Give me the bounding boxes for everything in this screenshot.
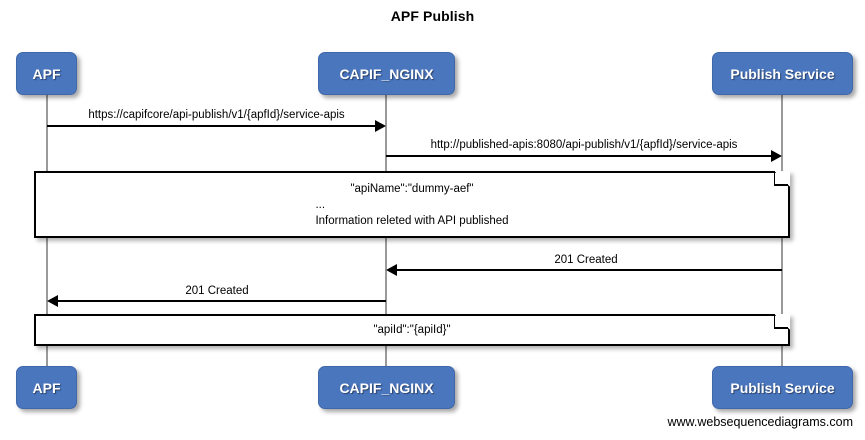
arrow-head-icon-1 xyxy=(375,120,386,132)
message-line-3 xyxy=(397,269,782,271)
note-line-2: ... xyxy=(315,198,326,211)
participant-box-capif-nginx-bottom[interactable]: CAPIF_NGINX xyxy=(318,366,455,409)
note-api-publish-payload: "apiName":"dummy-aef" ... Information re… xyxy=(34,171,790,238)
note2-line-1: "apiId":"{apiId}" xyxy=(373,324,451,336)
participant-box-capif-nginx-top[interactable]: CAPIF_NGINX xyxy=(318,52,455,95)
arrow-head-icon-2 xyxy=(771,150,782,162)
page-title: APF Publish xyxy=(390,8,475,24)
note-line-3: Information releted with API published xyxy=(315,214,509,227)
participant-box-publish-service-bottom[interactable]: Publish Service xyxy=(712,366,853,409)
message-line-1 xyxy=(47,125,378,127)
participant-box-apf-bottom[interactable]: APF xyxy=(16,366,77,409)
arrow-head-icon-4 xyxy=(47,295,58,307)
participant-label-apf-bottom: APF xyxy=(32,379,61,396)
note-fold-outline-icon-1 xyxy=(774,171,788,186)
participant-box-publish-service-top[interactable]: Publish Service xyxy=(712,52,853,95)
message-line-4 xyxy=(58,300,386,302)
message-label-2: http://published-apis:8080/api-publish/v… xyxy=(430,139,738,151)
arrow-head-icon-3 xyxy=(386,264,397,276)
participant-label-capif-nginx-top: CAPIF_NGINX xyxy=(339,65,434,82)
note-fold-corner-icon-1 xyxy=(774,171,790,187)
message-label-3: 201 Created xyxy=(554,254,618,266)
message-line-2 xyxy=(386,155,774,157)
note-fold-corner-icon-2 xyxy=(774,314,790,330)
participant-label-publish-service-bottom: Publish Service xyxy=(730,379,835,396)
note-fold-outline-icon-2 xyxy=(774,314,788,329)
participant-box-apf-top[interactable]: APF xyxy=(16,52,77,95)
footer-credit: www.websequencediagrams.com xyxy=(667,415,853,429)
note-line-1: "apiName":"dummy-aef" xyxy=(350,182,474,195)
participant-label-capif-nginx-bottom: CAPIF_NGINX xyxy=(339,379,434,396)
message-label-4: 201 Created xyxy=(185,285,249,297)
message-label-1: https://capifcore/api-publish/v1/{apfId}… xyxy=(88,109,345,121)
participant-label-apf-top: APF xyxy=(32,65,61,82)
participant-label-publish-service-top: Publish Service xyxy=(730,65,835,82)
note-api-id-response: "apiId":"{apiId}" xyxy=(34,314,790,346)
